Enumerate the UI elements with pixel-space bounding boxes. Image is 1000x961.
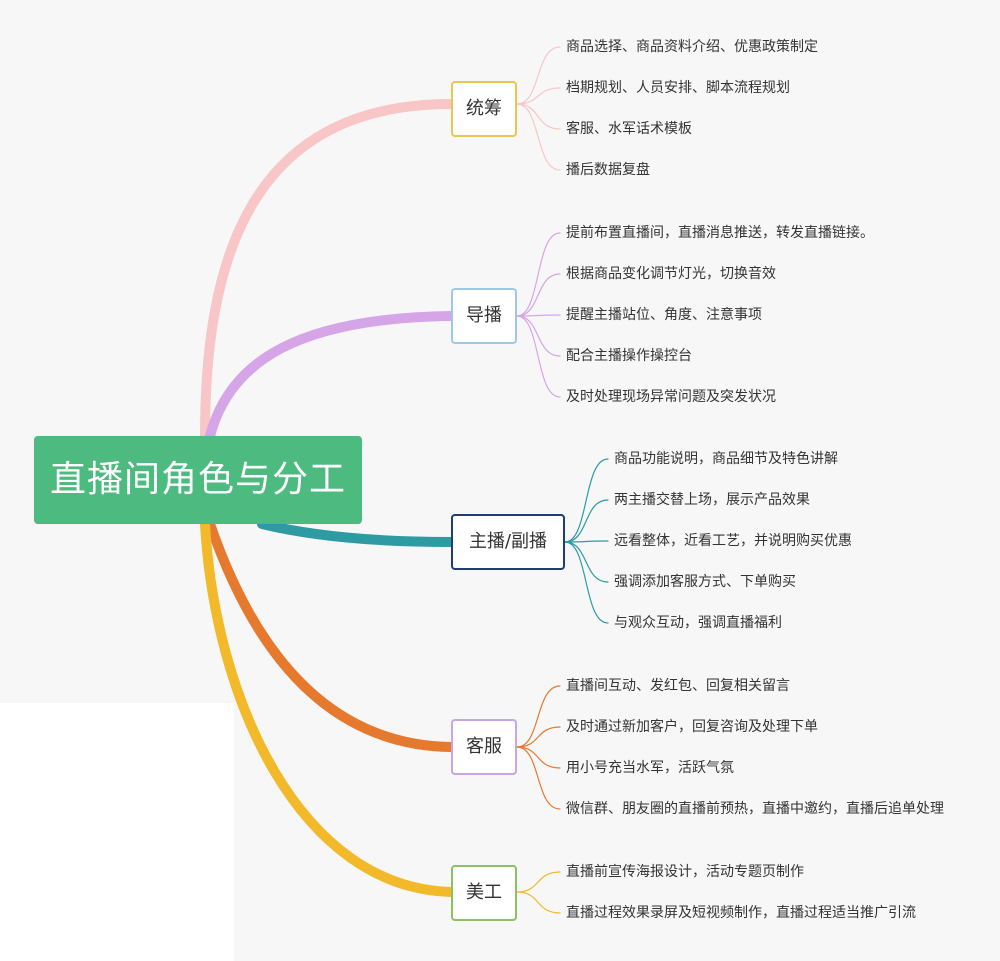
sub-connector [516,315,561,357]
sub-connector [564,541,609,583]
leaf-item[interactable]: 两主播交替上场，展示产品效果 [614,492,810,508]
leaf-item[interactable]: 提醒主播站位、角度、注意事项 [566,307,762,323]
sub-connector [564,541,609,624]
branch-node-meigong[interactable]: 美工 [451,865,517,921]
main-connector [205,311,456,441]
leaf-item[interactable]: 微信群、朋友圈的直播前预热，直播中邀约，直播后追单处理 [566,801,944,817]
sub-connector [516,871,561,893]
sub-connector [516,273,561,317]
sub-connector [516,46,561,105]
leaf-item[interactable]: 直播间互动、发红包、回复相关留言 [566,678,790,694]
sub-connector [516,746,561,769]
main-connector [200,99,456,441]
sub-connector [516,315,561,398]
leaf-item[interactable]: 配合主播操作操控台 [566,348,692,364]
sub-connector [516,232,561,317]
leaf-item[interactable]: 直播过程效果录屏及短视频制作，直播过程适当推广引流 [566,905,916,921]
leaf-item[interactable]: 提前布置直播间，直播消息推送，转发直播链接。 [566,225,874,241]
leaf-item[interactable]: 用小号充当水军，活跃气氛 [566,760,734,776]
leaf-item[interactable]: 强调添加客服方式、下单购买 [614,574,796,590]
main-connector [257,519,456,547]
sub-connector [516,685,561,748]
sub-connector [564,499,609,543]
sub-connector [516,87,561,105]
branch-node-kefu[interactable]: 客服 [451,719,517,775]
sub-connector [516,746,561,810]
leaf-item[interactable]: 档期规划、人员安排、脚本流程规划 [566,80,790,96]
branch-node-daobo[interactable]: 导播 [451,288,517,344]
leaf-item[interactable]: 与观众互动，强调直播福利 [614,615,782,631]
sub-connector [516,726,561,748]
sub-connector [516,314,561,317]
main-connector [205,519,456,752]
leaf-item[interactable]: 及时处理现场异常问题及突发状况 [566,389,776,405]
leaf-item[interactable]: 根据商品变化调节灯光，切换音效 [566,266,776,282]
leaf-item[interactable]: 直播前宣传海报设计，活动专题页制作 [566,864,804,880]
sub-connector [516,103,561,171]
sub-connector [564,540,609,543]
sub-connector [516,891,561,914]
sub-connector [564,458,609,543]
background-patch [0,703,234,961]
root-node[interactable]: 直播间角色与分工 [34,436,362,524]
main-connector [200,519,456,897]
leaf-item[interactable]: 客服、水军话术模板 [566,121,692,137]
branch-node-tongchou[interactable]: 统筹 [451,81,517,137]
leaf-item[interactable]: 播后数据复盘 [566,162,650,178]
leaf-item[interactable]: 商品功能说明，商品细节及特色讲解 [614,451,838,467]
leaf-item[interactable]: 商品选择、商品资料介绍、优惠政策制定 [566,39,818,55]
leaf-item[interactable]: 及时通过新加客户，回复咨询及处理下单 [566,719,818,735]
sub-connector [516,103,561,130]
leaf-item[interactable]: 远看整体，近看工艺，并说明购买优惠 [614,533,852,549]
branch-node-zhubo[interactable]: 主播/副播 [451,514,565,570]
